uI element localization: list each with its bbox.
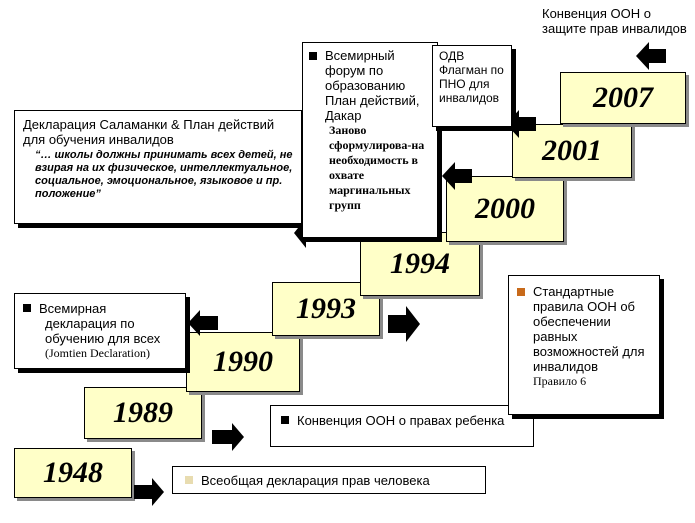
arrow-right-icon [212, 423, 244, 451]
standard-rules-note: Правило 6 [533, 374, 587, 388]
year-1948: 1948 [14, 448, 132, 498]
year-1990: 1990 [186, 332, 300, 392]
odv-box: ОДВ Флагман по ПНО для инвалидов [432, 45, 512, 127]
crc-label: Конвенция ООН о правах ребенка [297, 413, 505, 428]
arrow-right-icon [388, 306, 420, 342]
udhr-box: Всеобщая декларация прав человека [172, 466, 486, 494]
jomtien-line2: декларация по [45, 316, 135, 331]
bullet-icon [517, 288, 525, 296]
bullet-icon [309, 52, 317, 60]
bullet-icon [281, 416, 289, 424]
year-1994: 1994 [360, 232, 480, 296]
udhr-label: Всеобщая декларация прав человека [201, 473, 430, 488]
standard-rules-label: Стандартные правила ООН об обеспечении р… [533, 284, 645, 374]
dakar-box: Всемирный форум по образованию План дейс… [302, 42, 438, 238]
jomtien-line3: обучению для всех [45, 331, 161, 346]
salamanca-box: Декларация Саламанки & План действий для… [14, 110, 302, 224]
bullet-icon [23, 304, 31, 312]
arrow-left-icon [506, 110, 536, 138]
dakar-note: Заново сформулирова-на необходимость в о… [329, 123, 425, 212]
year-2007: 2007 [560, 72, 686, 124]
standard-rules-box: Стандартные правила ООН об обеспечении р… [508, 275, 660, 415]
salamanca-quote: “… школы должны принимать всех детей, не… [35, 149, 293, 200]
jomtien-note: (Jomtien Declaration) [45, 346, 150, 360]
odv-label: ОДВ Флагман по ПНО для инвалидов [439, 49, 504, 105]
year-2001: 2001 [512, 124, 632, 178]
crc-box: Конвенция ООН о правах ребенка [270, 405, 534, 447]
dakar-title: Всемирный форум по образованию План дейс… [325, 48, 420, 123]
bullet-icon [185, 476, 193, 484]
arrow-left-icon [188, 310, 218, 336]
year-1989: 1989 [84, 387, 202, 439]
crpd-label: Конвенция ООН о защите прав инвалидов [542, 6, 687, 36]
arrow-right-icon [134, 478, 164, 506]
arrow-left-icon [636, 42, 666, 70]
jomtien-line1: Всемирная [39, 301, 107, 316]
salamanca-title: Декларация Саламанки & План действий для… [23, 117, 275, 147]
jomtien-box: Всемирная декларация по обучению для все… [14, 293, 186, 369]
arrow-left-icon [442, 162, 472, 190]
year-2000: 2000 [446, 176, 564, 242]
